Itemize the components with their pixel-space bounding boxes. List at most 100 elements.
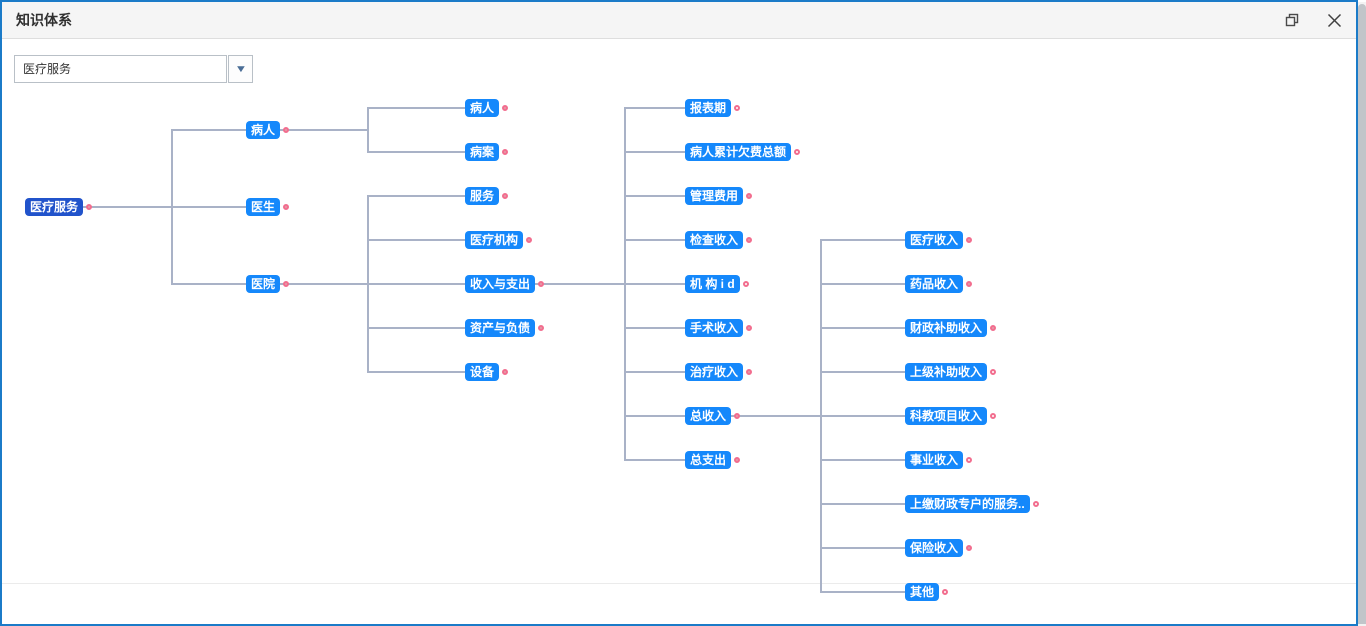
- tree-connector: [820, 459, 913, 461]
- tree-node[interactable]: 事业收入: [905, 451, 964, 469]
- tree-connector: [624, 107, 693, 109]
- tree-root-node[interactable]: 医疗服务: [25, 198, 84, 216]
- node-expand-handle[interactable]: [966, 281, 973, 287]
- tree-connector: [367, 283, 473, 285]
- tree-connector: [820, 239, 913, 241]
- tree-connector: [624, 195, 693, 197]
- node-expand-handle[interactable]: [746, 237, 753, 243]
- node-expand-handle[interactable]: [526, 237, 533, 243]
- tree-connector: [367, 239, 473, 241]
- tree-node[interactable]: 医生: [246, 198, 281, 216]
- tree-node[interactable]: 病人: [246, 121, 281, 139]
- tree-node-item: 科教项目收入: [905, 407, 997, 425]
- restore-icon[interactable]: [1284, 12, 1300, 28]
- tree-node-item: 药品收入: [905, 275, 973, 293]
- tree-node-item: 财政补助收入: [905, 319, 997, 337]
- tree-connector: [246, 129, 369, 131]
- tree-node[interactable]: 上缴财政专户的服务..: [905, 495, 1030, 513]
- tree-node-item: 手术收入: [685, 319, 753, 337]
- close-icon[interactable]: [1326, 12, 1342, 28]
- node-expand-handle[interactable]: [990, 369, 997, 375]
- tree-node[interactable]: 财政补助收入: [905, 319, 988, 337]
- tree-node-item: 事业收入: [905, 451, 973, 469]
- tree-node[interactable]: 保险收入: [905, 539, 964, 557]
- node-expand-handle[interactable]: [283, 204, 290, 210]
- node-expand-handle[interactable]: [1032, 501, 1039, 507]
- tree-node[interactable]: 其他: [905, 583, 940, 601]
- node-expand-handle[interactable]: [742, 281, 749, 287]
- node-expand-handle[interactable]: [538, 325, 545, 331]
- tree-connector: [820, 591, 913, 593]
- tree-connector: [820, 371, 913, 373]
- tree-node-item: 医生: [246, 198, 290, 216]
- tree-connector: [820, 415, 913, 417]
- node-expand-handle[interactable]: [283, 281, 290, 287]
- tree-node[interactable]: 管理费用: [685, 187, 744, 205]
- node-expand-handle[interactable]: [794, 149, 801, 155]
- tree-node[interactable]: 机 构 i d: [685, 275, 740, 293]
- tree-node[interactable]: 病人: [465, 99, 500, 117]
- page-scrollbar-thumb[interactable]: [1358, 4, 1366, 624]
- node-expand-handle[interactable]: [502, 193, 509, 199]
- node-expand-handle[interactable]: [746, 193, 753, 199]
- tree-node-item: 服务: [465, 187, 509, 205]
- tree-node[interactable]: 上级补助收入: [905, 363, 988, 381]
- tree-node[interactable]: 病人累计欠费总额: [685, 143, 792, 161]
- node-expand-handle[interactable]: [502, 105, 509, 111]
- tree-node-item: 总收入: [685, 407, 741, 425]
- tree-connector: [624, 327, 693, 329]
- select-value[interactable]: 医疗服务: [14, 55, 227, 83]
- tree-connector: [465, 283, 626, 285]
- tree-node-item: 医院: [246, 275, 290, 293]
- node-expand-handle[interactable]: [966, 545, 973, 551]
- node-expand-handle[interactable]: [990, 413, 997, 419]
- node-expand-handle[interactable]: [966, 457, 973, 463]
- tree-node[interactable]: 治疗收入: [685, 363, 744, 381]
- tree-node[interactable]: 设备: [465, 363, 500, 381]
- node-expand-handle[interactable]: [502, 369, 509, 375]
- tree-connector: [171, 206, 254, 208]
- node-expand-handle[interactable]: [283, 127, 290, 133]
- tree-node[interactable]: 检查收入: [685, 231, 744, 249]
- tree-node[interactable]: 病案: [465, 143, 500, 161]
- tree-node[interactable]: 科教项目收入: [905, 407, 988, 425]
- tree-node[interactable]: 报表期: [685, 99, 732, 117]
- tree-connector: [624, 371, 693, 373]
- tree-node[interactable]: 医院: [246, 275, 281, 293]
- tree-node[interactable]: 收入与支出: [465, 275, 536, 293]
- node-expand-handle[interactable]: [538, 281, 545, 287]
- select-dropdown-button[interactable]: ▼: [228, 55, 253, 83]
- tree-connector: [820, 503, 913, 505]
- tree-node[interactable]: 资产与负债: [465, 319, 536, 337]
- tree-node-item: 治疗收入: [685, 363, 753, 381]
- node-expand-handle[interactable]: [734, 105, 741, 111]
- node-expand-handle[interactable]: [86, 204, 93, 210]
- node-expand-handle[interactable]: [734, 457, 741, 463]
- tree-node[interactable]: 医疗机构: [465, 231, 524, 249]
- tree-node-item: 上级补助收入: [905, 363, 997, 381]
- tree-connector: [171, 283, 254, 285]
- tree-connector: [171, 129, 254, 131]
- tree-node[interactable]: 总收入: [685, 407, 732, 425]
- node-expand-handle[interactable]: [746, 325, 753, 331]
- node-expand-handle[interactable]: [966, 237, 973, 243]
- tree-node-item: 病人累计欠费总额: [685, 143, 801, 161]
- tree-node[interactable]: 服务: [465, 187, 500, 205]
- knowledge-category-select[interactable]: 医疗服务 ▼: [14, 55, 253, 83]
- node-expand-handle[interactable]: [502, 149, 509, 155]
- node-expand-handle[interactable]: [734, 413, 741, 419]
- tree-connector: [624, 283, 693, 285]
- dialog-title: 知识体系: [16, 12, 72, 28]
- tree-node[interactable]: 医疗收入: [905, 231, 964, 249]
- tree-node-item: 总支出: [685, 451, 741, 469]
- tree-node[interactable]: 手术收入: [685, 319, 744, 337]
- node-expand-handle[interactable]: [746, 369, 753, 375]
- node-expand-handle[interactable]: [942, 589, 949, 595]
- tree-node[interactable]: 总支出: [685, 451, 732, 469]
- tree-connector: [820, 283, 913, 285]
- tree-node-item: 机 构 i d: [685, 275, 749, 293]
- tree-node[interactable]: 药品收入: [905, 275, 964, 293]
- node-expand-handle[interactable]: [990, 325, 997, 331]
- tree-node-item: 医疗收入: [905, 231, 973, 249]
